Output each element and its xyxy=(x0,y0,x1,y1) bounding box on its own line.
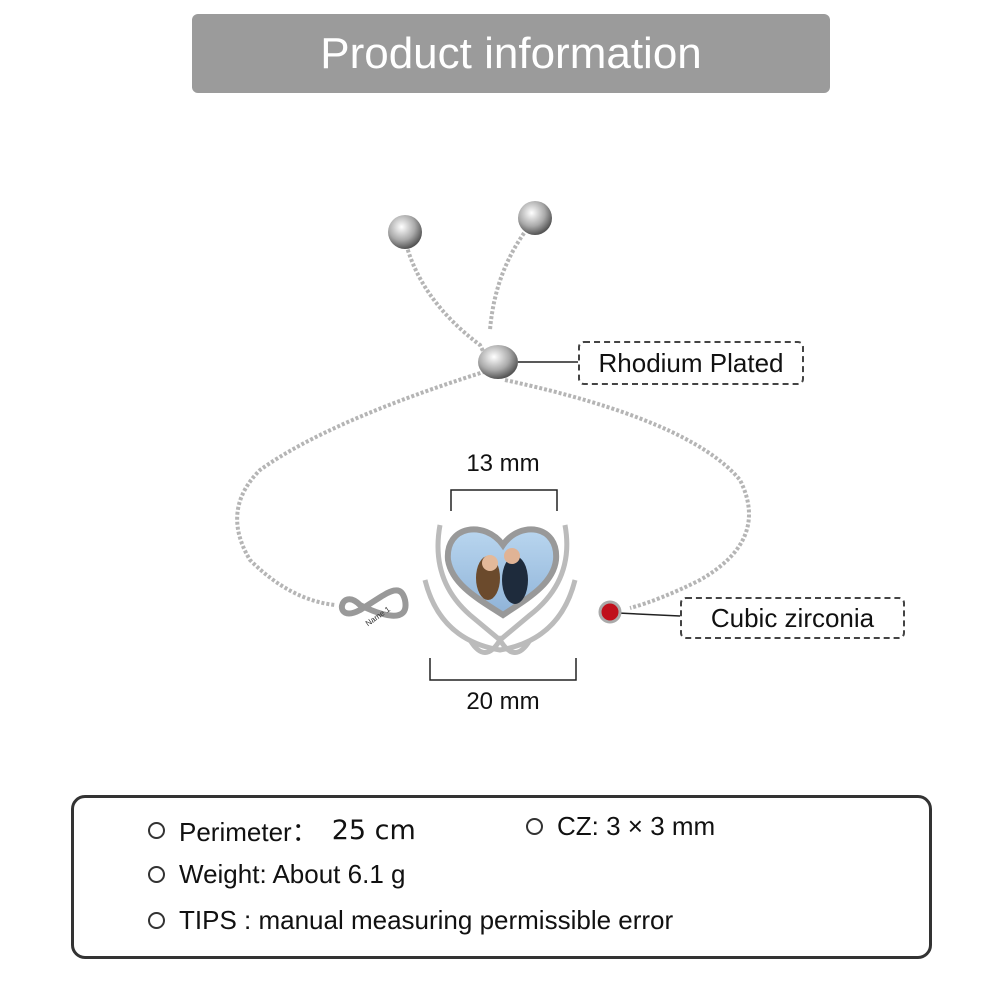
slider-clasp xyxy=(478,345,518,379)
spec-cz: CZ: 3 × 3 mm xyxy=(526,811,715,842)
infinity-charm xyxy=(338,587,409,619)
spec-label: Perimeter： xyxy=(179,817,318,847)
spec-text: TIPS : manual measuring permissible erro… xyxy=(179,905,674,935)
page-title: Product information xyxy=(192,14,830,93)
bullet-circle-icon xyxy=(148,822,165,839)
dimension-top-label: 13 mm xyxy=(466,450,540,477)
spec-value: 25 cm xyxy=(331,815,416,846)
spec-text: CZ: 3 × 3 mm xyxy=(557,811,716,841)
slider-bead-right xyxy=(518,201,552,235)
spec-text: Weight: About 6.1 g xyxy=(179,859,406,889)
chain-left-tail xyxy=(403,239,492,366)
page-title-text: Product information xyxy=(320,28,702,78)
bullet-circle-icon xyxy=(526,818,543,835)
spec-weight: Weight: About 6.1 g xyxy=(148,859,405,890)
chain-right xyxy=(504,378,751,610)
callout-text: Rhodium Plated xyxy=(598,347,784,378)
callout-rhodium-plated: Rhodium Plated xyxy=(578,341,804,385)
cz-stone xyxy=(598,600,622,624)
spec-tips: TIPS : manual measuring permissible erro… xyxy=(148,905,673,936)
dimension-bracket-bottom xyxy=(429,658,577,681)
callout-cubic-zirconia: Cubic zirconia xyxy=(680,597,905,639)
callout-text: Cubic zirconia xyxy=(710,602,875,633)
dimension-bracket-top xyxy=(450,489,558,511)
bullet-circle-icon xyxy=(148,912,165,929)
spec-perimeter: Perimeter： 25 cm xyxy=(148,812,416,849)
bullet-circle-icon xyxy=(148,866,165,883)
slider-bead-left xyxy=(388,215,422,249)
chain-right-tail xyxy=(488,223,532,331)
lotus-frame xyxy=(422,524,578,655)
photo-heart xyxy=(444,526,560,619)
chain-left xyxy=(235,368,491,607)
dimension-bottom-label: 20 mm xyxy=(466,688,540,715)
specs-box xyxy=(71,795,932,959)
